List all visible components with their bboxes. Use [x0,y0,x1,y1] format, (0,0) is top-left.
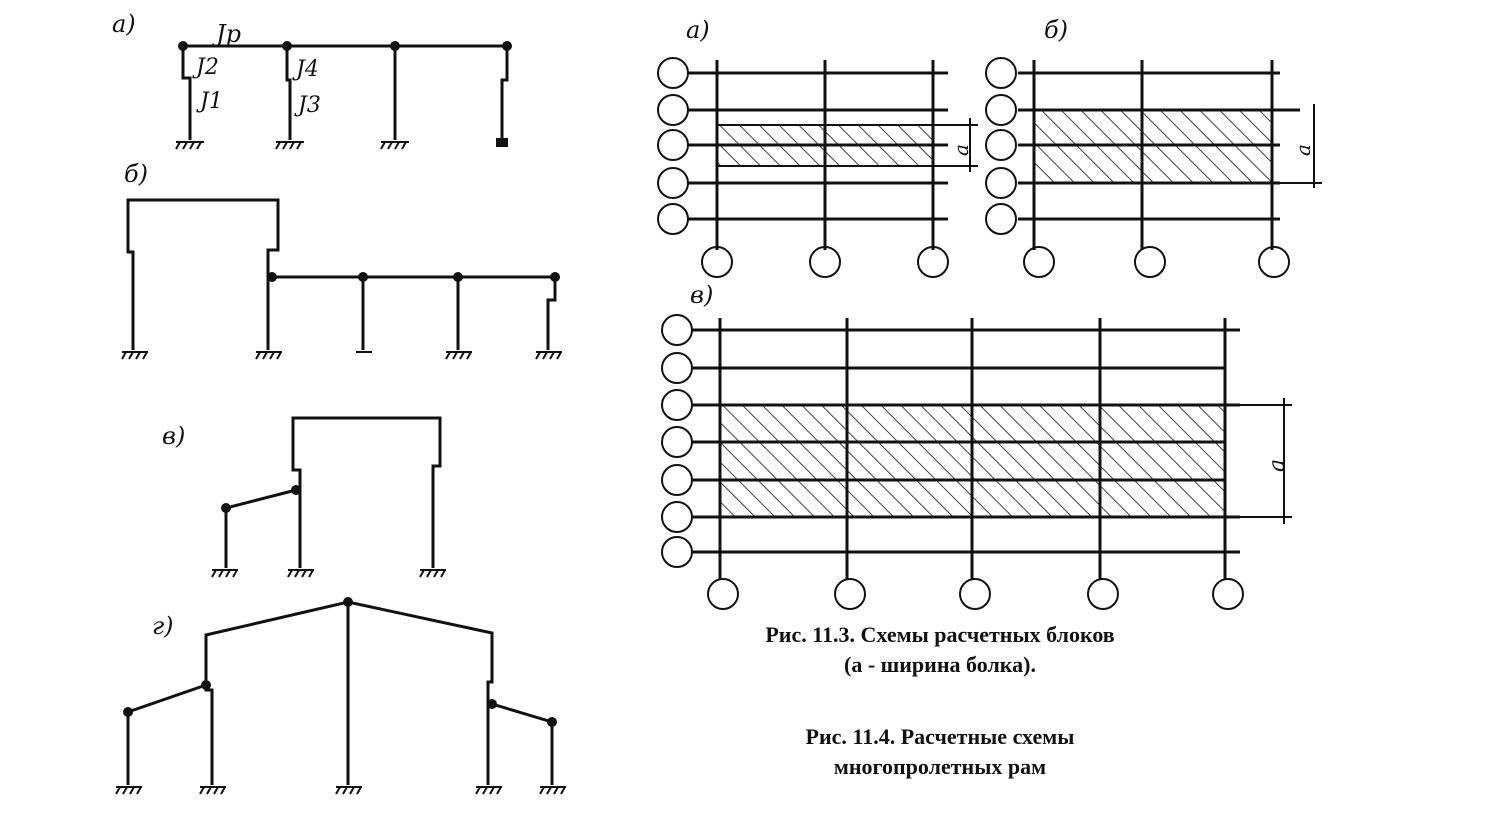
block-label-b: б) [1044,16,1068,44]
frame-v-supports [211,569,446,578]
block-label-a: а) [686,16,710,44]
frame-label-b: б) [124,160,148,188]
frame-scheme-a [181,44,509,140]
stiffness-j1: J1 [196,89,223,114]
frame-v-nodes [221,485,301,513]
caption-11-4-line1: Рис. 11.4. Расчетные схемы [805,724,1075,749]
stiffness-jp: Jp [211,20,241,48]
frame-b-supports [121,351,562,360]
caption-11-4-line2: многопролетных рам [833,754,1047,779]
frame-label-v: в) [162,422,185,450]
frame-label-a: а) [112,10,136,38]
caption-11-3-line1: Рис. 11.3. Схемы расчетных блоков [765,622,1115,647]
block-a-width-label: a [949,144,973,156]
stiffness-j2: J2 [192,55,219,80]
frame-scheme-v [224,416,442,568]
frame-g-supports [115,786,566,795]
caption-11-3-line2: (а - ширина болка). [844,652,1036,677]
block-scheme-b: a [985,57,1322,278]
stiffness-j3: J3 [294,93,321,118]
figure-caption-11-3: Рис. 11.3. Схемы расчетных блоков (а - ш… [690,620,1190,680]
frame-scheme-b [126,198,557,350]
figure-caption-11-4: Рис. 11.4. Расчетные схемы многопролетны… [690,722,1190,782]
frame-label-g: г) [152,612,174,640]
block-scheme-a: a [657,57,978,278]
stiffness-j4: J4 [292,57,319,82]
frame-g-nodes [123,597,557,727]
block-scheme-v: a [661,314,1292,610]
block-b-width-label: a [1291,144,1315,156]
frame-b-nodes [267,272,560,282]
block-label-v: в) [690,281,713,309]
frame-a-supports [175,141,409,150]
frame-a-nodes [178,41,512,147]
block-v-width-label: a [1265,459,1290,472]
frame-scheme-g [126,600,554,785]
